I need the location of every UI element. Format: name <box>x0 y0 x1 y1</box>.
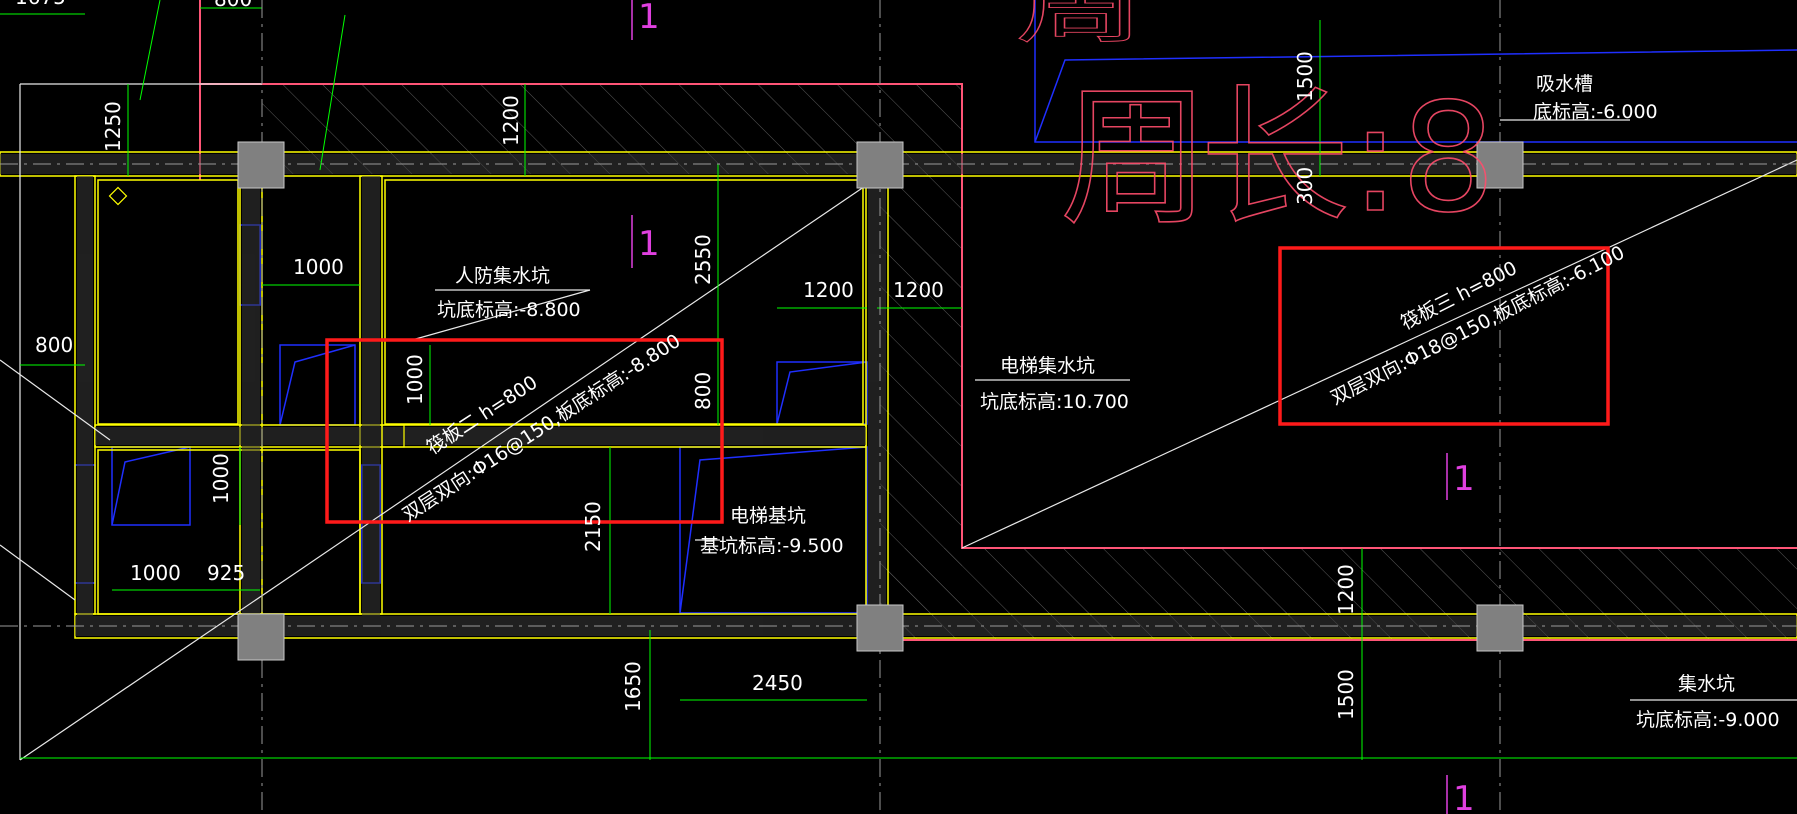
dim-1250: 1250 <box>101 101 125 152</box>
column-1 <box>237 141 285 189</box>
dim-800-top: 800 <box>214 0 252 11</box>
highlight-box-raft2 <box>325 338 724 524</box>
dim-925: 925 <box>207 561 245 585</box>
dim-1200-top: 1200 <box>499 95 523 146</box>
dim-2450: 2450 <box>752 671 803 695</box>
dim-1200-low: 1200 <box>1334 564 1358 615</box>
dim-300: 300 <box>1293 167 1317 205</box>
label-elev-pit-name: 电梯基坑 <box>730 505 806 527</box>
column-2 <box>856 141 904 189</box>
column-3 <box>1476 141 1524 189</box>
label-elev-pit-level: 基坑标高:-9.500 <box>700 535 844 557</box>
wall-fill-left <box>77 176 93 616</box>
dim-1000-c: 1000 <box>209 453 233 504</box>
dim-2150: 2150 <box>581 501 605 552</box>
column-5 <box>856 604 904 652</box>
wall-fill-mid2 <box>362 176 380 616</box>
wall-fill-right <box>868 176 886 616</box>
columns <box>237 141 1524 661</box>
blue-box-left <box>279 344 356 426</box>
section-marks: 1 1 1 1 <box>631 0 1475 814</box>
label-rf-pit-name: 人防集水坑 <box>455 265 550 287</box>
dim-1650: 1650 <box>621 661 645 712</box>
diag-line-right <box>961 159 1797 549</box>
label-rf-pit-level: 坑底标高:-8.800 <box>437 299 581 321</box>
section-mark-4: 1 <box>1453 779 1475 814</box>
watermark-text-top: 周 <box>1015 0 1145 53</box>
dimension-texts: 1250 1200 1000 800 1000 1000 1000 925 25… <box>15 0 1358 720</box>
blue-slope-top-right <box>1034 49 1797 143</box>
diag-line-corner-2 <box>0 544 76 601</box>
room-box-left <box>97 179 239 425</box>
blue-box-elevator <box>679 446 868 614</box>
blue-slope-lower-left <box>111 446 191 526</box>
dim-1500-top: 1500 <box>1293 51 1317 102</box>
dim-2550: 2550 <box>691 234 715 285</box>
blue-box-lower-left <box>111 446 191 526</box>
column-4 <box>237 613 285 661</box>
highlight-box-raft3 <box>1278 246 1610 426</box>
white-linework <box>0 83 1797 761</box>
blue-slope-left <box>279 344 356 426</box>
dimension-lines <box>0 0 1797 760</box>
label-sump-name: 集水坑 <box>1678 673 1735 695</box>
label-trough-name: 吸水槽 <box>1536 73 1593 95</box>
dim-1675-top: 1675 <box>15 0 66 9</box>
leader-rf-pit <box>411 289 591 341</box>
watermark-text-zhou: 周 <box>1060 72 1210 246</box>
wall-fill-horizontal <box>95 427 866 445</box>
step-marker <box>381 424 405 448</box>
dim-leader-green-2 <box>319 14 346 171</box>
room-box-mid <box>384 179 864 425</box>
section-mark-3: 1 <box>1453 459 1475 499</box>
dim-leader-green-1 <box>139 0 161 101</box>
watermark: 周 长:8 周 <box>1014 0 1496 247</box>
label-elev-sump-name: 电梯集水坑 <box>1000 355 1095 377</box>
column-6 <box>1476 604 1524 652</box>
label-sump-level: 坑底标高:-9.000 <box>1636 709 1780 731</box>
section-mark-2: 1 <box>638 224 660 264</box>
dim-1000-b: 1000 <box>403 354 427 405</box>
dim-1000-d: 1000 <box>130 561 181 585</box>
wall-fill-mid1 <box>242 176 260 616</box>
dim-800-mid: 800 <box>691 372 715 410</box>
room-box-lower <box>97 449 361 615</box>
dim-1500-low: 1500 <box>1334 669 1358 720</box>
watermark-text-main: 长:8 <box>1200 72 1496 246</box>
label-raft3-detail: 双层双向:Φ18@150,板底标高:-6.100 <box>1327 242 1628 410</box>
label-trough-level: 底标高:-6.000 <box>1533 101 1658 123</box>
label-elev-sump-level: 坑底标高:10.700 <box>980 391 1129 413</box>
dim-1200-mid: 1200 <box>803 278 854 302</box>
diamond-marker <box>108 186 128 206</box>
dim-1000-a: 1000 <box>293 255 344 279</box>
dim-1200-right: 1200 <box>893 278 944 302</box>
blue-slope-elevator <box>679 446 868 614</box>
highlight-boxes <box>325 246 1610 524</box>
hatch-zone-right-column <box>880 170 962 610</box>
blue-slope-mid <box>776 361 868 425</box>
dim-800-left: 800 <box>35 333 73 357</box>
diag-line-left <box>19 175 881 761</box>
diag-line-corner <box>0 359 111 441</box>
detail-marks <box>108 186 405 448</box>
section-mark-1: 1 <box>638 0 660 37</box>
